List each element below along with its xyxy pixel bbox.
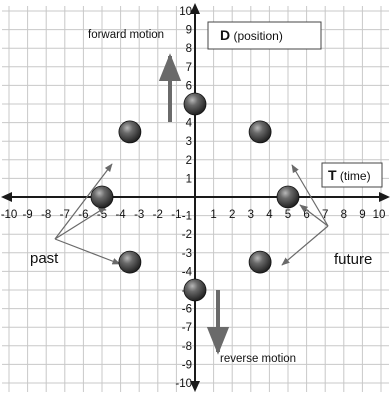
- future-arrow-upper: [291, 164, 329, 227]
- pointer-arrows: [54, 163, 329, 266]
- sphere-lower-right: [248, 250, 272, 274]
- position-text: (position): [230, 29, 283, 43]
- x-tick-label: -4: [115, 209, 126, 221]
- y-tick-label: -1: [182, 211, 192, 223]
- sphere-top: [183, 92, 207, 116]
- sphere-upper-right: [248, 120, 272, 144]
- x-tick-label: -7: [60, 209, 70, 221]
- y-tick-label: 7: [186, 62, 192, 74]
- x-tick-label: 9: [359, 209, 365, 221]
- y-tick-label: -6: [182, 304, 192, 316]
- time-key: T: [328, 167, 337, 183]
- forward-motion-label: forward motion: [88, 29, 164, 41]
- y-tick-label: 2: [186, 155, 192, 167]
- x-tick-label: -8: [41, 209, 51, 221]
- y-axis-arrow-up: [190, 3, 200, 14]
- time-text: (time): [337, 169, 371, 183]
- future-label: future: [334, 251, 372, 268]
- x-tick-label: -6: [78, 209, 88, 221]
- reverse-motion-label: reverse motion: [220, 353, 296, 365]
- x-tick-label: 7: [322, 209, 328, 221]
- future-arrow-middle: [299, 204, 329, 227]
- y-tick-label: 8: [186, 43, 192, 55]
- past-arrow-upper: [54, 163, 113, 240]
- past-arrow-middle: [54, 206, 107, 240]
- spheres: [90, 92, 300, 302]
- x-tick-label: -10: [1, 209, 18, 221]
- y-tick-label: 10: [179, 6, 192, 18]
- y-tick-label: -7: [182, 322, 192, 334]
- y-tick-label: -2: [182, 229, 192, 241]
- y-tick-label: 3: [186, 136, 192, 148]
- y-tick-label: -10: [175, 378, 192, 390]
- x-axis-arrow-right: [379, 192, 390, 202]
- position-key: D: [220, 27, 230, 43]
- position-label-box: [207, 21, 322, 50]
- x-tick-label: -2: [153, 209, 163, 221]
- x-axis-arrow-left: [1, 192, 12, 202]
- y-axis-arrow-down: [190, 381, 200, 392]
- time-label-box: [321, 162, 383, 188]
- past-label: past: [30, 250, 59, 267]
- x-tick-label: 3: [248, 209, 254, 221]
- time-label: T (time): [328, 167, 371, 183]
- x-tick-label: 10: [373, 209, 386, 221]
- x-tick-label: -9: [22, 209, 32, 221]
- past-arrow-lower: [54, 238, 121, 265]
- future-arrow-lower: [281, 225, 329, 266]
- x-tick-label: -3: [134, 209, 144, 221]
- y-tick-label: -9: [182, 359, 192, 371]
- x-tick-label: 6: [303, 209, 309, 221]
- y-tick-label: 9: [186, 25, 192, 37]
- sphere-lower-left: [118, 250, 142, 274]
- position-label: D (position): [220, 27, 283, 43]
- x-tick-label: 4: [266, 209, 273, 221]
- sphere-upper-left: [118, 120, 142, 144]
- y-tick-label: 1: [186, 173, 192, 185]
- y-tick-label: -8: [182, 341, 192, 353]
- y-tick-label: 4: [186, 118, 193, 130]
- x-tick-label: 8: [341, 209, 347, 221]
- x-tick-label: 1: [210, 209, 216, 221]
- x-tick-label: -1: [171, 209, 181, 221]
- x-tick-label: 2: [229, 209, 235, 221]
- y-tick-label: 6: [186, 80, 192, 92]
- y-tick-labels: 10987654321-1-2-3-4-5-6-7-8-9-10: [175, 6, 192, 390]
- x-tick-label: 5: [285, 209, 291, 221]
- x-tick-label: -5: [97, 209, 107, 221]
- y-tick-label: -4: [182, 266, 193, 278]
- sphere-left: [90, 185, 114, 209]
- sphere-right: [276, 185, 300, 209]
- y-tick-label: -3: [182, 248, 192, 260]
- sphere-bottom: [183, 278, 207, 302]
- axes: [1, 3, 390, 392]
